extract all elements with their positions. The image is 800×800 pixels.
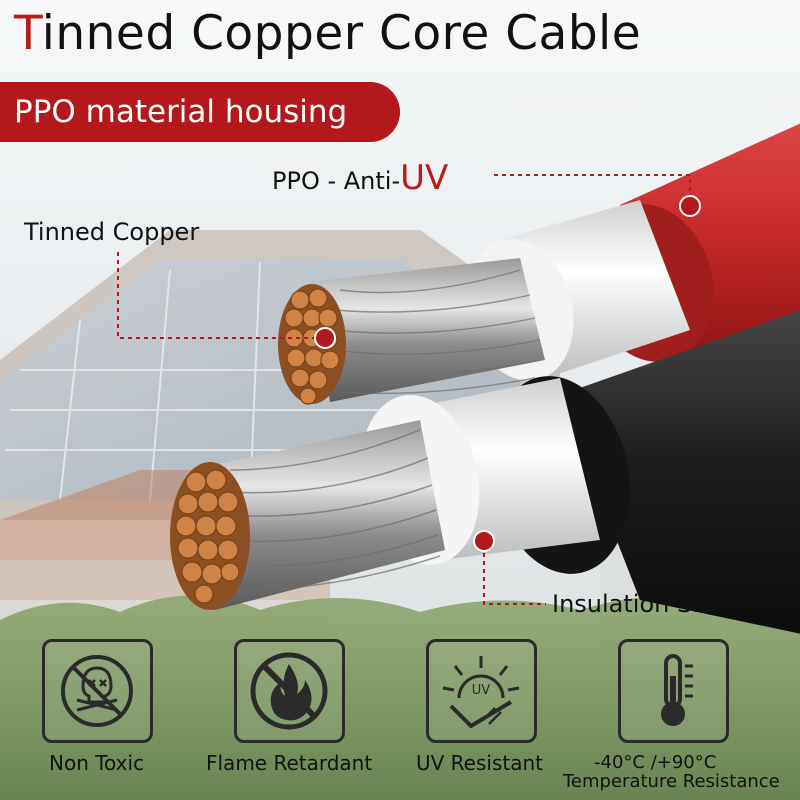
ppo-prefix: PPO - Anti- (272, 167, 401, 195)
uv-sun-icon: UV (442, 656, 520, 729)
temperature-range-label: -40°C /+90°C (594, 752, 717, 773)
uv-resistant-feature: UV (426, 639, 537, 743)
non-toxic-feature (42, 639, 153, 743)
ppo-anti-uv-callout: PPO - Anti-UV (272, 158, 448, 198)
tinned-copper-callout: Tinned Copper (24, 218, 200, 246)
thermometer-icon (661, 654, 693, 726)
title-rest: inned Copper Core Cable (41, 6, 642, 61)
skull-crossbones-icon (61, 655, 133, 727)
subtitle-banner: PPO material housing (0, 82, 400, 142)
title-first-letter: T (14, 6, 42, 61)
flame-retardant-feature (234, 639, 345, 743)
temperature-resistance-label: Temperature Resistance (563, 771, 780, 792)
non-toxic-label: Non Toxic (49, 751, 145, 775)
uv-resistant-label: UV Resistant (416, 751, 543, 775)
uv-icon-text: UV (472, 683, 491, 698)
page-title: Tinned Copper Core Cable (14, 6, 641, 61)
temperature-feature (618, 639, 729, 743)
uv-highlight: UV (400, 158, 449, 198)
no-fire-icon (250, 652, 328, 730)
flame-retardant-label: Flame Retardant (206, 751, 373, 775)
insulation-sleeve-callout: Insulation Sleeve (552, 590, 758, 618)
